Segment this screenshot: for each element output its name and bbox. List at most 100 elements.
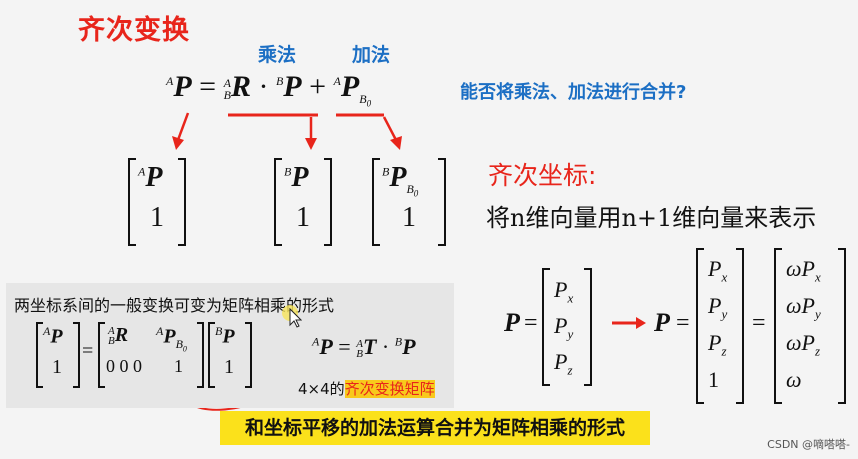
vec-one: 1 — [224, 356, 234, 378]
vec-one: 1 — [296, 202, 310, 233]
vector-entry: Py — [554, 308, 573, 344]
vector-entry: Px — [708, 250, 727, 287]
vec-symbol: P — [50, 325, 63, 348]
vec-symbol: P — [291, 162, 309, 193]
vec-sup: B — [215, 324, 223, 338]
eq-subsub: 0 — [366, 98, 372, 109]
vector-entry: Px — [554, 272, 573, 308]
eq-equals: = — [338, 334, 351, 359]
eq-equals: = — [199, 70, 217, 103]
mat-subsub: 0 — [182, 344, 187, 354]
panel-lhs-vector: AP 1 — [36, 322, 80, 388]
vec-sub: B — [406, 181, 414, 196]
vec-symbol: P — [222, 325, 235, 348]
vector-entry-base: ω — [786, 367, 802, 392]
vector-entry: Py — [708, 287, 727, 324]
vector-entry-sub: y — [814, 306, 821, 322]
homogeneous-description: 将n维向量用n+1维向量来表示 — [486, 204, 817, 232]
eq-symbol: P — [319, 334, 333, 359]
panel-rhs-vector: BP 1 — [208, 322, 252, 388]
rhs-equals-3: = — [752, 310, 766, 336]
merge-question: 能否将乘法、加法进行合并? — [460, 82, 687, 103]
size-note-text: 4×4的 — [298, 380, 345, 398]
eq-sup: B — [394, 334, 403, 349]
vector-entry-base: P — [554, 277, 568, 302]
homogeneous-heading: 齐次坐标: — [488, 161, 597, 190]
rhs-equals-1: = — [524, 310, 538, 336]
summary-banner: 和坐标平移的加法运算合并为矩阵相乘的形式 — [220, 411, 650, 445]
vector-entry: 1 — [708, 361, 727, 398]
mouse-cursor-icon — [282, 305, 302, 328]
eq-sup: A — [356, 337, 363, 350]
matrix-size-note: 4×4的齐次变换矩阵 — [298, 378, 435, 399]
vector-entry: ω — [786, 361, 821, 398]
vec-one: 1 — [52, 356, 62, 378]
vector-entry: Pz — [554, 344, 573, 380]
vector-entry-base: P — [554, 349, 568, 374]
rhs-equals-2: = — [676, 310, 690, 336]
vector-entry-sub: z — [567, 362, 573, 378]
mat-zeros: 0 0 0 — [106, 356, 142, 376]
rhs-p-symbol-2: P — [654, 308, 670, 337]
vector-entry-base: P — [708, 330, 722, 355]
eq-sub: B — [359, 92, 367, 106]
eq-sup: A — [312, 334, 320, 349]
eq-transform-symbol: T — [362, 334, 377, 359]
vector-entry-sub: z — [721, 343, 727, 359]
vector-entry-sub: y — [721, 306, 728, 322]
rhs-p-symbol: P — [504, 308, 520, 337]
vector-entry-base: ωP — [786, 256, 815, 281]
mat-sub: B — [108, 335, 115, 348]
add-label: 加法 — [352, 44, 391, 66]
slide-title: 齐次变换 — [78, 15, 190, 46]
mat-sup: A — [156, 324, 164, 338]
multiply-label: 乘法 — [258, 44, 297, 66]
vector-bp: BP 1 — [274, 158, 332, 246]
vector-entry-base: P — [554, 313, 568, 338]
vector-entry-sub: y — [567, 326, 574, 342]
eq-sub: B — [223, 88, 231, 103]
vector-entry: ωPx — [786, 250, 821, 287]
mat-one: 1 — [174, 356, 183, 376]
vector-entry-base: 1 — [708, 367, 719, 392]
vec-one: 1 — [402, 202, 416, 233]
vec-sup: B — [284, 164, 292, 179]
vector-pb0: BPB0 1 — [372, 158, 446, 246]
vec-one: 1 — [150, 202, 164, 233]
eq-sub: B — [356, 347, 363, 360]
vector-entry-sub: x — [721, 269, 728, 285]
vec-subsub: 0 — [413, 187, 419, 198]
eq-symbol: P — [173, 70, 192, 103]
eq-symbol: P — [402, 334, 416, 359]
vec-sup: B — [382, 164, 390, 179]
mat-translation: P — [163, 325, 176, 348]
vector-entry-sub: x — [814, 269, 821, 285]
vector-entry-base: ωP — [786, 330, 815, 355]
vector-entry-base: P — [708, 256, 722, 281]
eq-sup: A — [166, 74, 174, 88]
eq-dot: · — [258, 70, 269, 103]
vector-entry: ωPy — [786, 287, 821, 324]
vec-sup: A — [43, 324, 51, 338]
mat-sup: A — [108, 325, 115, 338]
vector-entry-sub: x — [567, 290, 574, 306]
vector-entry-sub: z — [814, 343, 821, 359]
eq-plus: + — [309, 70, 327, 103]
vec-symbol: P — [389, 162, 407, 193]
eq-dot: · — [381, 334, 390, 359]
eq-sup: A — [223, 76, 231, 91]
vec-symbol: P — [145, 162, 163, 193]
mat-rotation: R — [114, 324, 129, 346]
vector-ap: AP 1 — [128, 158, 186, 246]
eq-symbol: P — [340, 70, 360, 103]
size-note-highlight: 齐次变换矩阵 — [344, 380, 435, 398]
vector-entry-base: P — [708, 293, 722, 318]
eq-sup: B — [275, 74, 284, 88]
vector-entry: Pz — [708, 324, 727, 361]
eq-symbol: P — [283, 70, 302, 103]
panel-equals: = — [82, 340, 94, 362]
